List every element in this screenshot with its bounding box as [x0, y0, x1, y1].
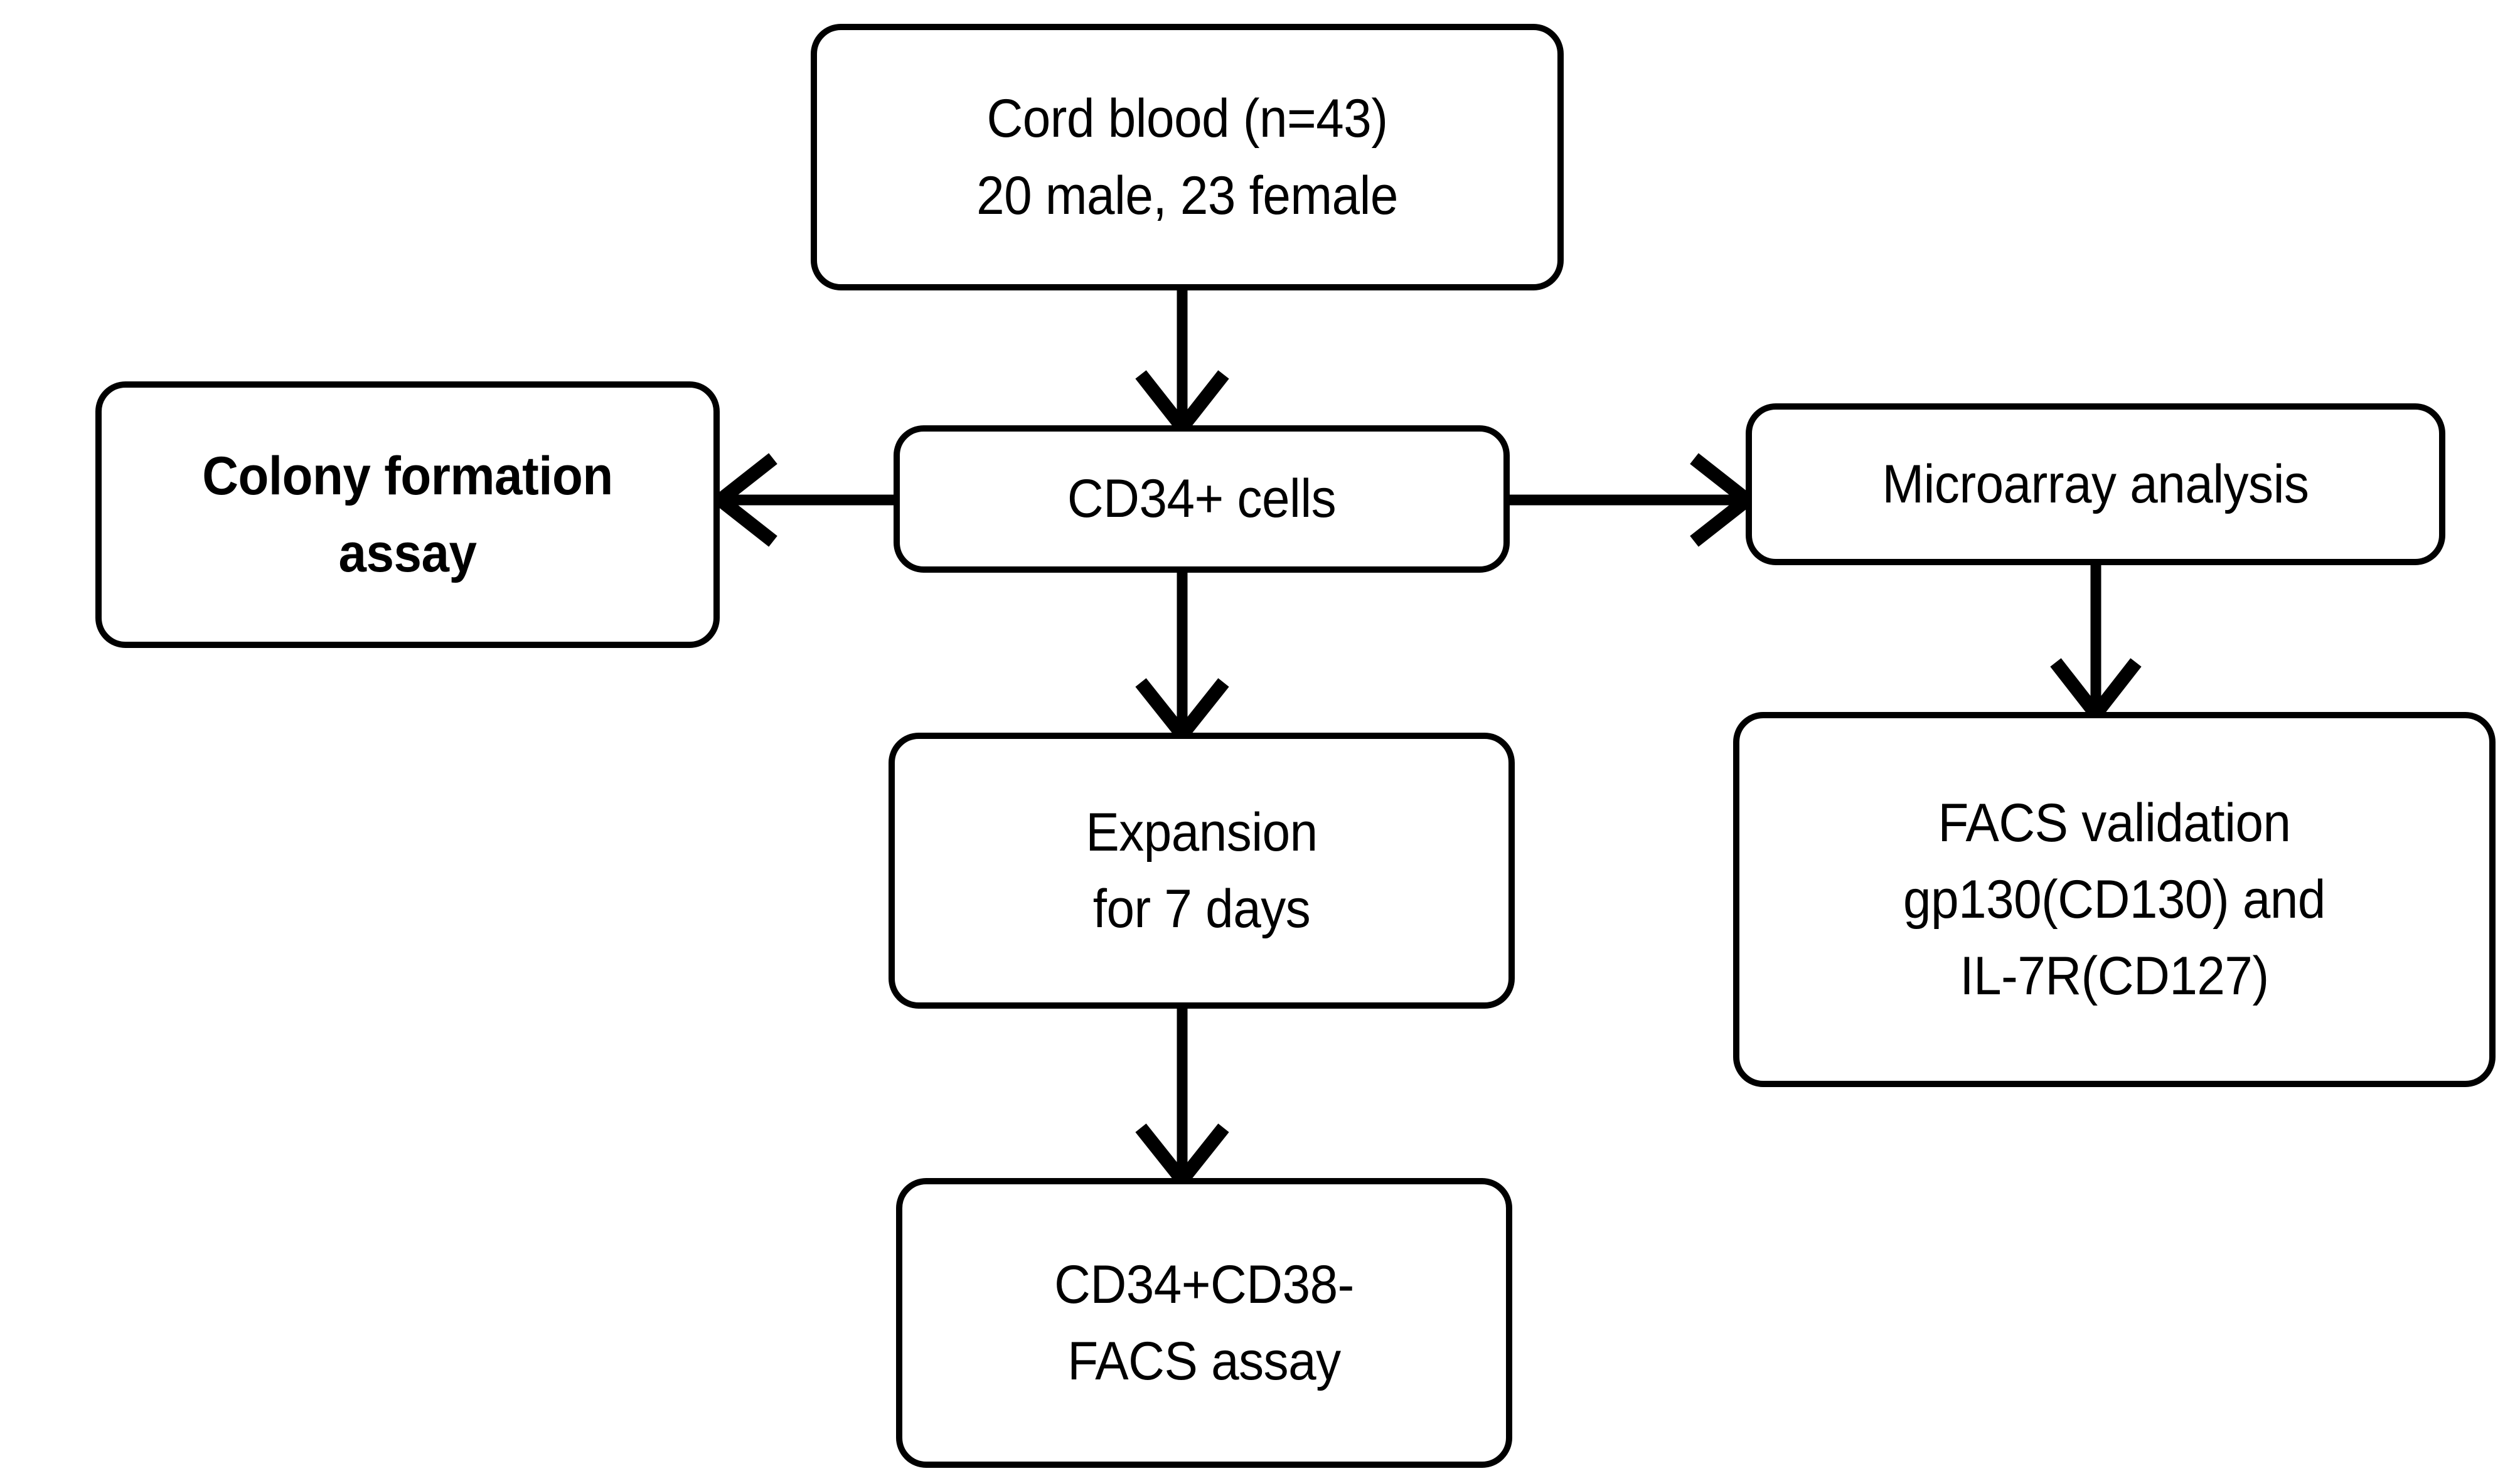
node-colony-formation-assay[interactable]: Colony formation assay [95, 381, 720, 648]
node-cord-blood-line-1: Cord blood (n=43) [986, 88, 1388, 149]
edge-cd34-to-colony [709, 453, 894, 547]
edge-cd34-to-microarray [1510, 453, 1758, 547]
node-cord-blood[interactable]: Cord blood (n=43) 20 male, 23 female [811, 24, 1564, 290]
node-cd34-cells[interactable]: CD34+ cells [894, 425, 1510, 573]
node-facs-validation-line-2: gp130(CD130) and [1903, 869, 2325, 930]
edge-microarray-to-facs-validation [2050, 565, 2142, 725]
edge-cd34-to-expansion [1135, 573, 1229, 746]
edge-expansion-to-facs-assay [1135, 1009, 1229, 1191]
node-expansion-line-1: Expansion [1086, 802, 1318, 863]
node-cd34-cd38-facs-assay-line-1: CD34+CD38- [1054, 1254, 1354, 1315]
node-microarray-analysis[interactable]: Microarray analysis [1746, 403, 2445, 565]
node-expansion-line-2: for 7 days [1092, 879, 1311, 939]
node-facs-validation-line-3: IL-7R(CD127) [1960, 946, 2269, 1007]
node-facs-validation[interactable]: FACS validation gp130(CD130) and IL-7R(C… [1733, 712, 2496, 1087]
node-cd34-cells-line-1: CD34+ cells [1067, 469, 1337, 529]
node-expansion[interactable]: Expansion for 7 days [889, 733, 1515, 1009]
node-microarray-analysis-line-1: Microarray analysis [1882, 454, 2309, 514]
node-cord-blood-line-2: 20 male, 23 female [976, 165, 1398, 226]
node-cd34-cd38-facs-assay-line-2: FACS assay [1067, 1331, 1341, 1391]
node-colony-formation-assay-line-1: Colony formation [202, 446, 613, 507]
node-facs-validation-line-1: FACS validation [1938, 792, 2291, 853]
node-cd34-cd38-facs-assay[interactable]: CD34+CD38- FACS assay [896, 1178, 1512, 1468]
node-colony-formation-assay-line-2: assay [338, 523, 477, 583]
edge-cord-blood-to-cd34 [1135, 290, 1229, 438]
